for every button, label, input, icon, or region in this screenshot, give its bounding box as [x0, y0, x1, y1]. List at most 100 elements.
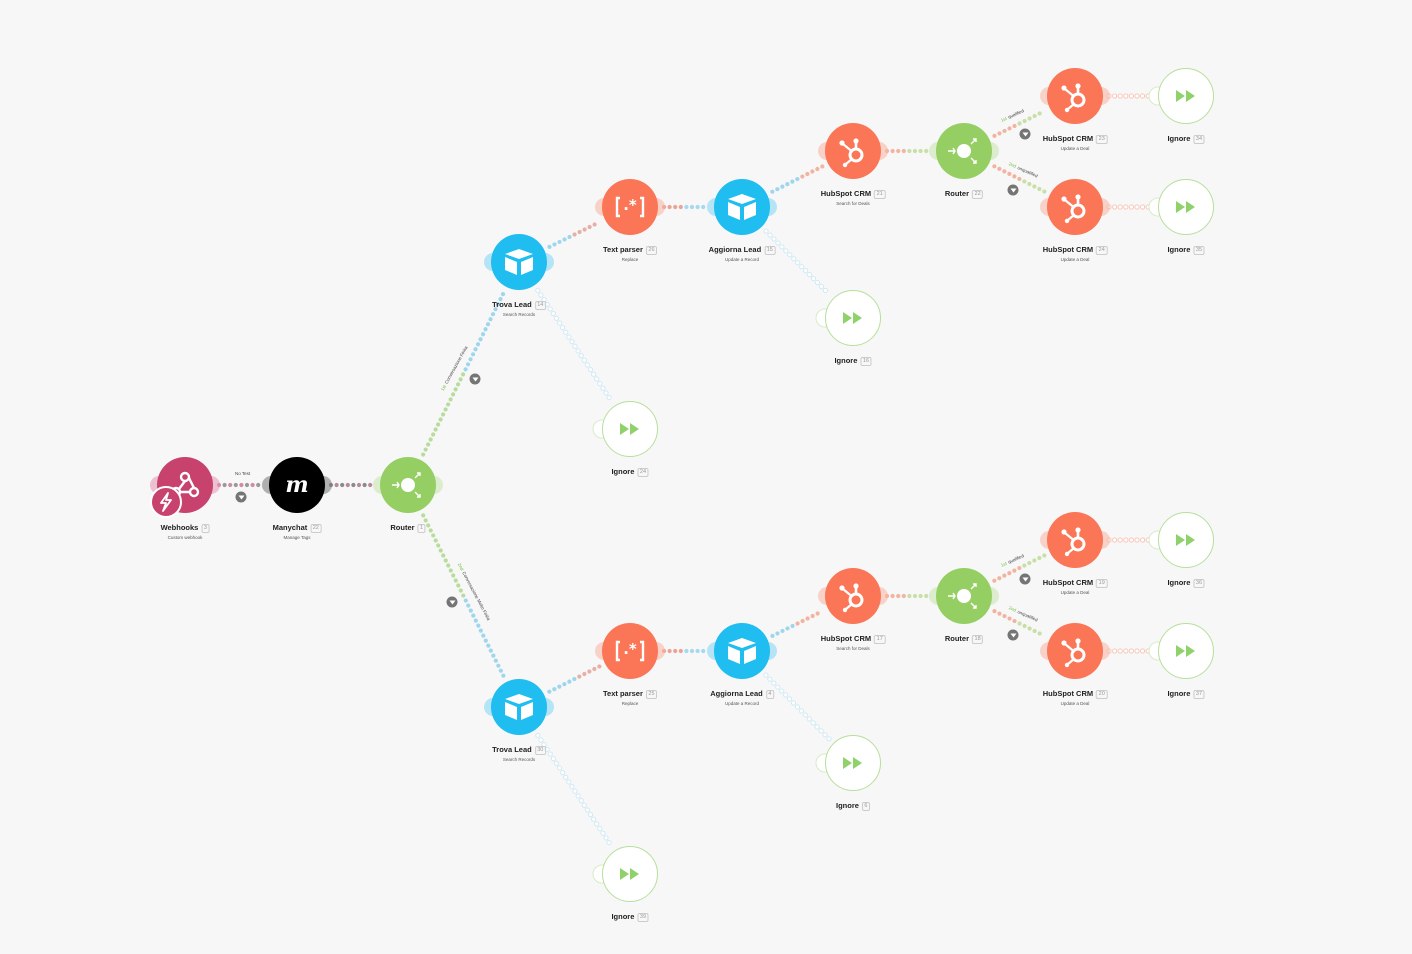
filter-icon[interactable] [1019, 128, 1031, 140]
parser-icon: .* [613, 195, 647, 219]
connector-dot [356, 482, 362, 488]
module-aggiorna-bot[interactable] [714, 623, 770, 679]
connector-dot [560, 770, 566, 776]
connector-dot [488, 648, 493, 653]
connector-dot [538, 737, 544, 743]
connector-dot [775, 240, 781, 246]
filter-icon[interactable] [469, 373, 481, 385]
connector-dot [783, 248, 789, 254]
connector-dot [767, 232, 773, 238]
module-ignore-t1[interactable] [602, 401, 658, 457]
module-hubsearch-top[interactable] [825, 123, 881, 179]
connector-dot [1032, 113, 1037, 119]
module-id: 20 [1096, 690, 1108, 699]
module-hubu-top[interactable] [1047, 179, 1103, 235]
ignore-icon [841, 310, 865, 326]
connector-dot [815, 166, 820, 172]
module-title-text: HubSpot CRM [1042, 689, 1094, 698]
module-ignore-b4[interactable] [1158, 623, 1214, 679]
module-title-text: HubSpot CRM [1042, 578, 1094, 587]
module-title-text: Ignore [611, 912, 635, 921]
module-trova-top[interactable] [491, 234, 547, 290]
connector-dot [896, 593, 901, 599]
connector-dot [992, 578, 997, 583]
connector-dot [535, 287, 541, 293]
module-title-text: Ignore [611, 467, 635, 476]
module-subtitle: Search for Deals [836, 646, 870, 651]
module-title-text: Ignore [836, 801, 859, 810]
connector-dot [448, 397, 453, 402]
module-id: 1 [417, 524, 426, 533]
connector-dot [775, 187, 780, 192]
module-hubq-bot[interactable] [1047, 512, 1103, 568]
hubspot-icon [1058, 634, 1092, 668]
connector-dot [421, 513, 426, 518]
module-router-main[interactable] [380, 457, 436, 513]
filter-icon[interactable] [446, 596, 458, 608]
connector-hubsearch_bot-router_bot [884, 593, 929, 599]
module-title-text: Trova Lead [492, 745, 532, 754]
module-parser-bot[interactable]: .* [602, 623, 658, 679]
connector-dot [244, 482, 250, 488]
module-hubq-top[interactable] [1047, 68, 1103, 124]
connector-dot [490, 312, 496, 317]
module-ignore-b2[interactable] [825, 735, 881, 791]
module-parser-top[interactable]: .* [602, 179, 658, 235]
connector-dot [572, 343, 578, 349]
connector-router_main-trova_bot [421, 513, 506, 678]
module-ignore-t4[interactable] [1158, 179, 1214, 235]
filter-icon[interactable] [1007, 629, 1019, 641]
module-router-bot[interactable] [936, 568, 992, 624]
module-title-text: Router [390, 523, 415, 532]
module-router-top[interactable] [936, 123, 992, 179]
connector-dot [438, 548, 443, 553]
connector-dot [1123, 93, 1129, 99]
connector-dot [992, 608, 997, 614]
connector-dot [535, 732, 541, 738]
module-ignore-t3[interactable] [1158, 68, 1214, 124]
connector-dot [581, 357, 587, 363]
connector-dot [901, 148, 906, 154]
ignore-icon [841, 755, 865, 771]
module-title-text: Router [944, 189, 970, 198]
connector-dot [689, 204, 695, 210]
module-aggiorna-top[interactable] [714, 179, 770, 235]
connector-dot [433, 538, 438, 543]
connector-dot [771, 236, 777, 242]
module-hubu-bot[interactable] [1047, 623, 1103, 679]
filter-icon[interactable] [1007, 184, 1019, 196]
module-ignore-b1[interactable] [602, 846, 658, 902]
connector-dot [1117, 204, 1123, 210]
connector-dot [465, 362, 471, 367]
module-manychat[interactable]: m [269, 457, 325, 513]
module-hubsearch-bot[interactable] [825, 568, 881, 624]
connector-dot [566, 779, 572, 785]
route-label: No Test [233, 471, 250, 476]
filter-icon[interactable] [1019, 573, 1031, 585]
connector-dot [1012, 568, 1017, 573]
connector-dot [428, 528, 433, 533]
connector-dot [426, 442, 431, 447]
connector-dot [1117, 93, 1123, 99]
connector-dot [606, 839, 612, 846]
connector-dot [560, 325, 566, 331]
connector-trova_top-ignore_t1 [535, 287, 612, 401]
module-ignore-b3[interactable] [1158, 512, 1214, 568]
module-ignore-t2[interactable] [825, 290, 881, 346]
connector-dot [770, 189, 775, 194]
connector-router_top-hubq_top [992, 111, 1042, 139]
webhook-filter-icon[interactable] [235, 491, 247, 503]
module-trova-bot[interactable] [491, 679, 547, 735]
connector-dot [790, 700, 797, 706]
connector-dot [820, 164, 825, 169]
